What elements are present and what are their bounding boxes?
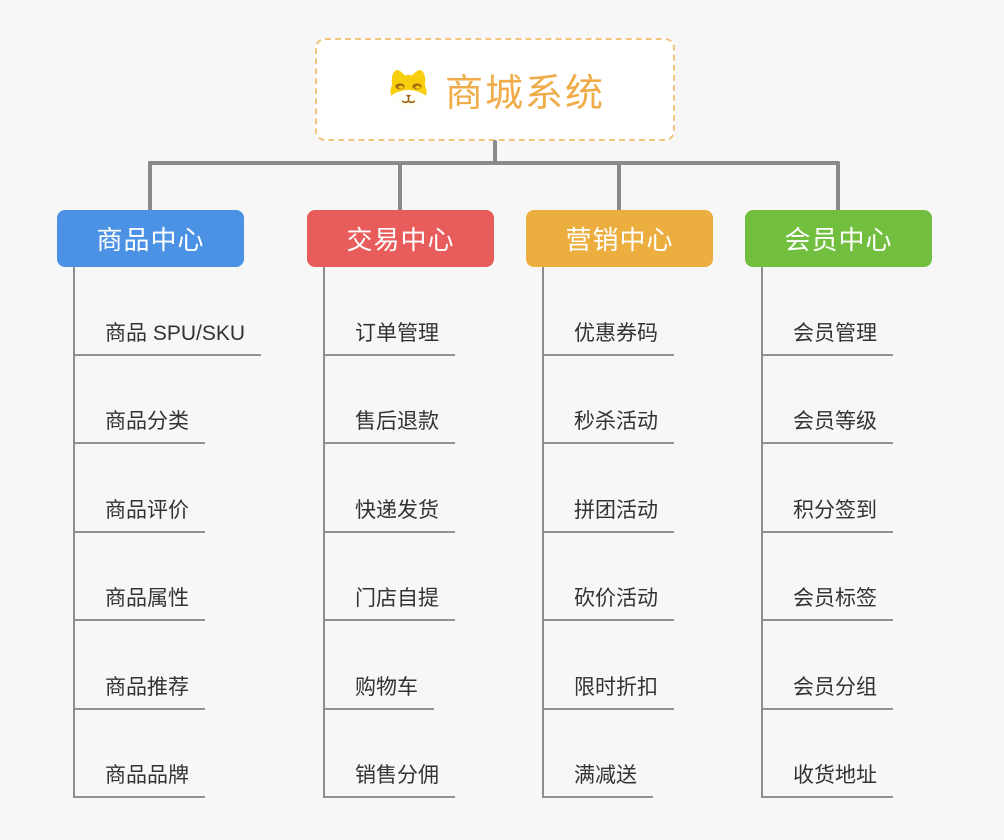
connector-root-stub xyxy=(493,140,497,165)
leaf-node[interactable]: 秒杀活动 xyxy=(542,405,674,444)
leaf-node[interactable]: 订单管理 xyxy=(323,317,455,356)
leaf-node[interactable]: 拼团活动 xyxy=(542,494,674,533)
leaf-node[interactable]: 购物车 xyxy=(323,671,434,710)
connector-stub-branch-3 xyxy=(836,161,840,212)
leaf-node[interactable]: 会员分组 xyxy=(761,671,893,710)
connector-stub-branch-0 xyxy=(148,161,152,212)
leaf-node[interactable]: 商品分类 xyxy=(73,405,205,444)
connector-stub-branch-2 xyxy=(617,161,621,212)
branch-column-marketing-center: 优惠券码 秒杀活动 拼团活动 砍价活动 限时折扣 满减送 xyxy=(542,267,777,798)
leaf-node[interactable]: 商品品牌 xyxy=(73,759,205,798)
leaf-node[interactable]: 商品评价 xyxy=(73,494,205,533)
leaf-node[interactable]: 收货地址 xyxy=(761,759,893,798)
connector-stub-branch-1 xyxy=(398,161,402,212)
root-node[interactable]: 商城系统 xyxy=(315,38,675,141)
branch-trunk-line xyxy=(323,267,325,798)
branch-node-trade-center[interactable]: 交易中心 xyxy=(307,210,494,267)
branch-column-product-center: 商品 SPU/SKU 商品分类 商品评价 商品属性 商品推荐 商品品牌 xyxy=(73,267,308,798)
leaf-node[interactable]: 商品 SPU/SKU xyxy=(73,317,262,356)
root-title: 商城系统 xyxy=(444,73,605,115)
leaf-node[interactable]: 会员管理 xyxy=(761,317,893,356)
leaf-node[interactable]: 销售分佣 xyxy=(323,759,455,798)
leaf-node[interactable]: 会员等级 xyxy=(761,405,893,444)
leaf-node[interactable]: 快递发货 xyxy=(323,494,455,533)
leaf-node[interactable]: 优惠券码 xyxy=(542,317,674,356)
branch-node-product-center[interactable]: 商品中心 xyxy=(57,210,244,267)
shiba-dog-icon xyxy=(390,69,427,110)
leaf-node[interactable]: 商品推荐 xyxy=(73,671,205,710)
leaf-node[interactable]: 商品属性 xyxy=(73,582,205,621)
branch-trunk-line xyxy=(761,267,763,798)
branch-node-marketing-center[interactable]: 营销中心 xyxy=(526,210,713,267)
branch-trunk-line xyxy=(542,267,544,798)
leaf-node[interactable]: 门店自提 xyxy=(323,582,455,621)
branch-column-trade-center: 订单管理 售后退款 快递发货 门店自提 购物车 销售分佣 xyxy=(323,267,558,798)
branch-trunk-line xyxy=(73,267,75,798)
leaf-node[interactable]: 积分签到 xyxy=(761,494,893,533)
leaf-node[interactable]: 售后退款 xyxy=(323,405,455,444)
leaf-node[interactable]: 会员标签 xyxy=(761,582,893,621)
branch-column-member-center: 会员管理 会员等级 积分签到 会员标签 会员分组 收货地址 xyxy=(761,267,996,798)
leaf-node[interactable]: 满减送 xyxy=(542,759,653,798)
branch-node-member-center[interactable]: 会员中心 xyxy=(745,210,932,267)
connector-horizontal xyxy=(148,161,840,165)
leaf-node[interactable]: 砍价活动 xyxy=(542,582,674,621)
leaf-node[interactable]: 限时折扣 xyxy=(542,671,674,710)
